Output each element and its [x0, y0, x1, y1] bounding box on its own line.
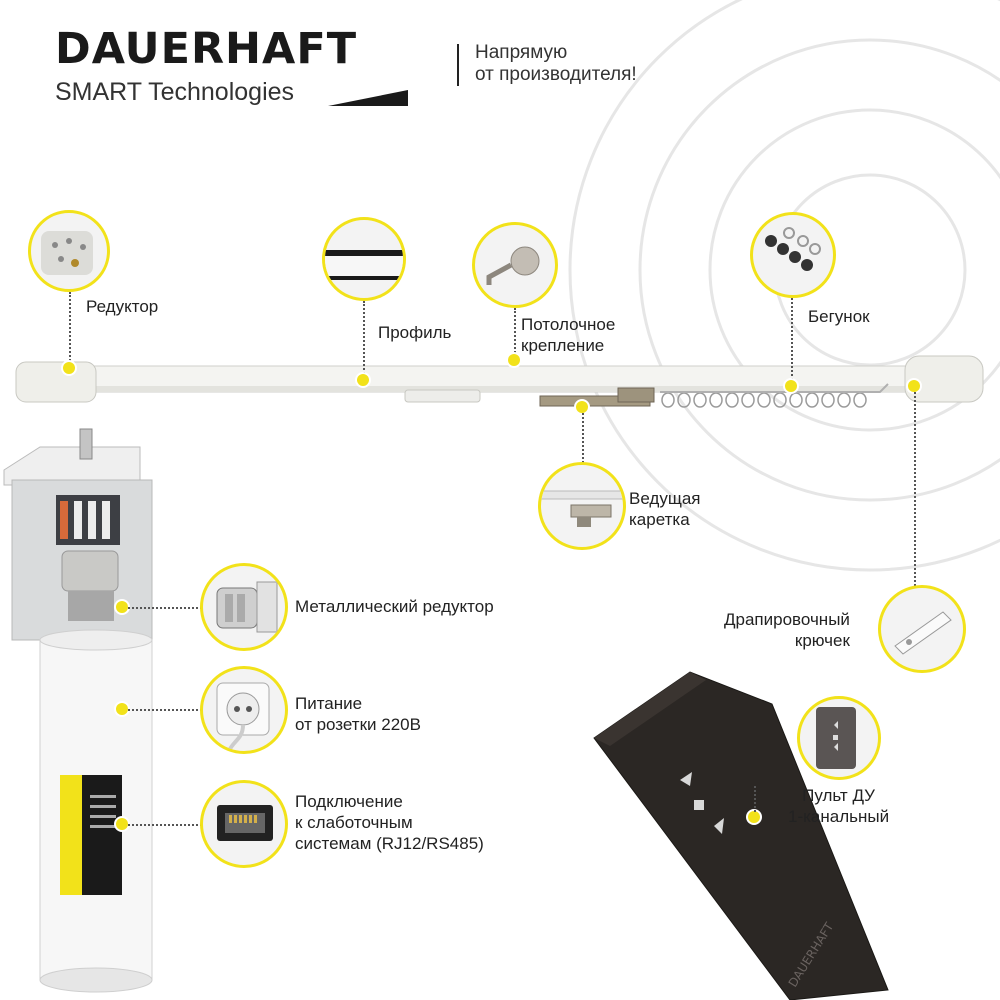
- profile-photo: [322, 217, 406, 301]
- power-label: Питание от розетки 220В: [295, 693, 421, 735]
- carriage-icon: [541, 490, 623, 527]
- runner-dot: [785, 380, 797, 392]
- carriage-photo: [538, 462, 626, 550]
- remote-label-line-2: 1-канальный: [788, 807, 890, 826]
- header-divider: [457, 44, 459, 86]
- remote-closeup-icon: [816, 707, 856, 769]
- remote-label-line-1: Пульт ДУ: [802, 786, 875, 805]
- metal-reducer-dot: [116, 601, 128, 613]
- metal-reducer-connector: [128, 607, 202, 609]
- connection-label-line-3: системам (RJ12/RS485): [295, 834, 484, 853]
- drape-hook-icon: [894, 611, 952, 655]
- ceiling-mount-dot: [508, 354, 520, 366]
- drape-hook-label-line-1: Драпировочный: [724, 610, 850, 629]
- profile-connector: [363, 301, 365, 377]
- power-connector: [128, 709, 202, 711]
- connection-label-line-2: к слаботочным: [295, 813, 413, 832]
- drape-hook-connector: [914, 392, 916, 586]
- power-photo: [200, 666, 288, 754]
- runner-icon: [765, 227, 821, 271]
- remote-connector: [754, 786, 756, 812]
- curtain-rail: [15, 355, 984, 408]
- connection-photo: [200, 780, 288, 868]
- ceiling-mount-label-line-2: крепление: [521, 336, 605, 355]
- motor-unit: [3, 428, 153, 993]
- drape-hook-dot: [908, 380, 920, 392]
- connection-connector: [128, 824, 202, 826]
- remote-label: Пульт ДУ 1-канальный: [788, 785, 889, 827]
- runner-photo: [750, 212, 836, 298]
- carriage-dot: [576, 401, 588, 413]
- brand-underline-wedge: [328, 90, 408, 106]
- carriage-label-line-2: каретка: [629, 510, 690, 529]
- remote-dot: [748, 811, 760, 823]
- brand-logo-text: DAUERHAFT: [55, 24, 358, 74]
- ceiling-mount-label-line-1: Потолочное: [521, 315, 616, 334]
- connection-dot: [116, 818, 128, 830]
- reducer-icon: [41, 231, 93, 275]
- slogan: Напрямую от производителя!: [475, 42, 637, 86]
- metal-reducer-icon: [216, 581, 278, 633]
- power-dot: [116, 703, 128, 715]
- ceiling-mount-icon: [486, 246, 540, 285]
- carriage-connector: [582, 413, 584, 463]
- drape-hook-label-line-2: крючек: [794, 631, 850, 650]
- remote-photo: [797, 696, 881, 780]
- metal-reducer-label: Металлический редуктор: [295, 597, 494, 616]
- connection-label-line-1: Подключение: [295, 792, 403, 811]
- profile-dot: [357, 374, 369, 386]
- carriage-label-line-1: Ведущая: [629, 489, 701, 508]
- reducer-photo: [28, 210, 110, 292]
- remote-control: DAUERHAFT: [593, 671, 889, 1000]
- profile-label: Профиль: [378, 323, 452, 342]
- reducer-label: Редуктор: [86, 297, 159, 316]
- carriage-label: Ведущая каретка: [629, 488, 701, 530]
- runner-label: Бегунок: [808, 307, 870, 326]
- power-label-line-1: Питание: [295, 694, 363, 713]
- slogan-line-1: Напрямую: [475, 42, 568, 63]
- power-outlet-icon: [216, 682, 270, 751]
- profile-icon: [325, 250, 403, 280]
- metal-reducer-photo: [200, 563, 288, 651]
- runner-connector: [791, 298, 793, 384]
- ceiling-mount-connector: [514, 308, 516, 356]
- ceiling-mount-photo: [472, 222, 558, 308]
- rj-port-icon: [217, 805, 273, 841]
- ceiling-mount-label: Потолочное крепление: [521, 314, 615, 356]
- slogan-line-2: от производителя!: [475, 64, 637, 85]
- drape-hook-label: Драпировочный крючек: [724, 609, 850, 651]
- reducer-dot: [63, 362, 75, 374]
- connection-label: Подключение к слаботочным системам (RJ12…: [295, 791, 484, 854]
- reducer-connector: [69, 292, 71, 364]
- drape-hook-photo: [878, 585, 966, 673]
- brand-subtitle: SMART Technologies: [55, 78, 295, 106]
- power-label-line-2: от розетки 220В: [295, 715, 421, 734]
